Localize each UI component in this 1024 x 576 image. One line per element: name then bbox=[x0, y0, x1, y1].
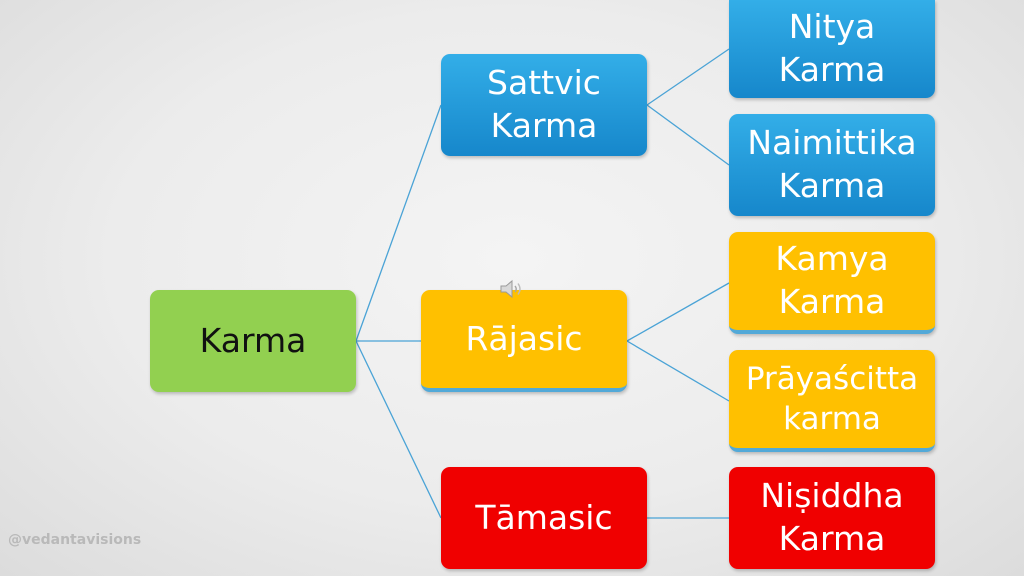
watermark: @vedantavisions bbox=[8, 532, 142, 548]
node-sattvic-karma: Sattvic Karma bbox=[441, 54, 647, 156]
node-tamasic: Tāmasic bbox=[441, 467, 647, 569]
node-prayascitta-karma: Prāyaścitta karma bbox=[729, 350, 935, 452]
connector-karma-tamasic bbox=[355, 340, 442, 519]
node-karma-label: Karma bbox=[199, 320, 307, 360]
connector-rajasic-prayascitta bbox=[626, 340, 730, 402]
node-nitya-karma-label: Nitya Karma bbox=[778, 7, 886, 89]
node-nisiddha-karma: Niṣiddha Karma bbox=[729, 467, 935, 569]
connector-rajasic-kamya bbox=[626, 282, 730, 342]
node-nisiddha-karma-label: Niṣiddha Karma bbox=[760, 476, 904, 558]
node-nitya-karma: Nitya Karma bbox=[729, 0, 935, 98]
connector-sattvic-naimittika bbox=[646, 104, 730, 166]
node-kamya-karma-label: Kamya Karma bbox=[775, 239, 889, 321]
node-sattvic-karma-label: Sattvic Karma bbox=[487, 63, 601, 145]
node-naimittika-karma-label: Naimittika Karma bbox=[747, 123, 917, 205]
connector-karma-sattvic bbox=[355, 104, 442, 342]
node-rajasic: Rājasic bbox=[421, 290, 627, 392]
node-karma: Karma bbox=[150, 290, 356, 392]
connector-sattvic-nitya bbox=[646, 48, 730, 106]
node-tamasic-label: Tāmasic bbox=[475, 497, 613, 537]
node-naimittika-karma: Naimittika Karma bbox=[729, 114, 935, 216]
speaker-icon[interactable] bbox=[499, 279, 525, 299]
node-kamya-karma: Kamya Karma bbox=[729, 232, 935, 334]
node-prayascitta-karma-label: Prāyaścitta karma bbox=[745, 360, 919, 437]
node-rajasic-label: Rājasic bbox=[465, 318, 583, 358]
